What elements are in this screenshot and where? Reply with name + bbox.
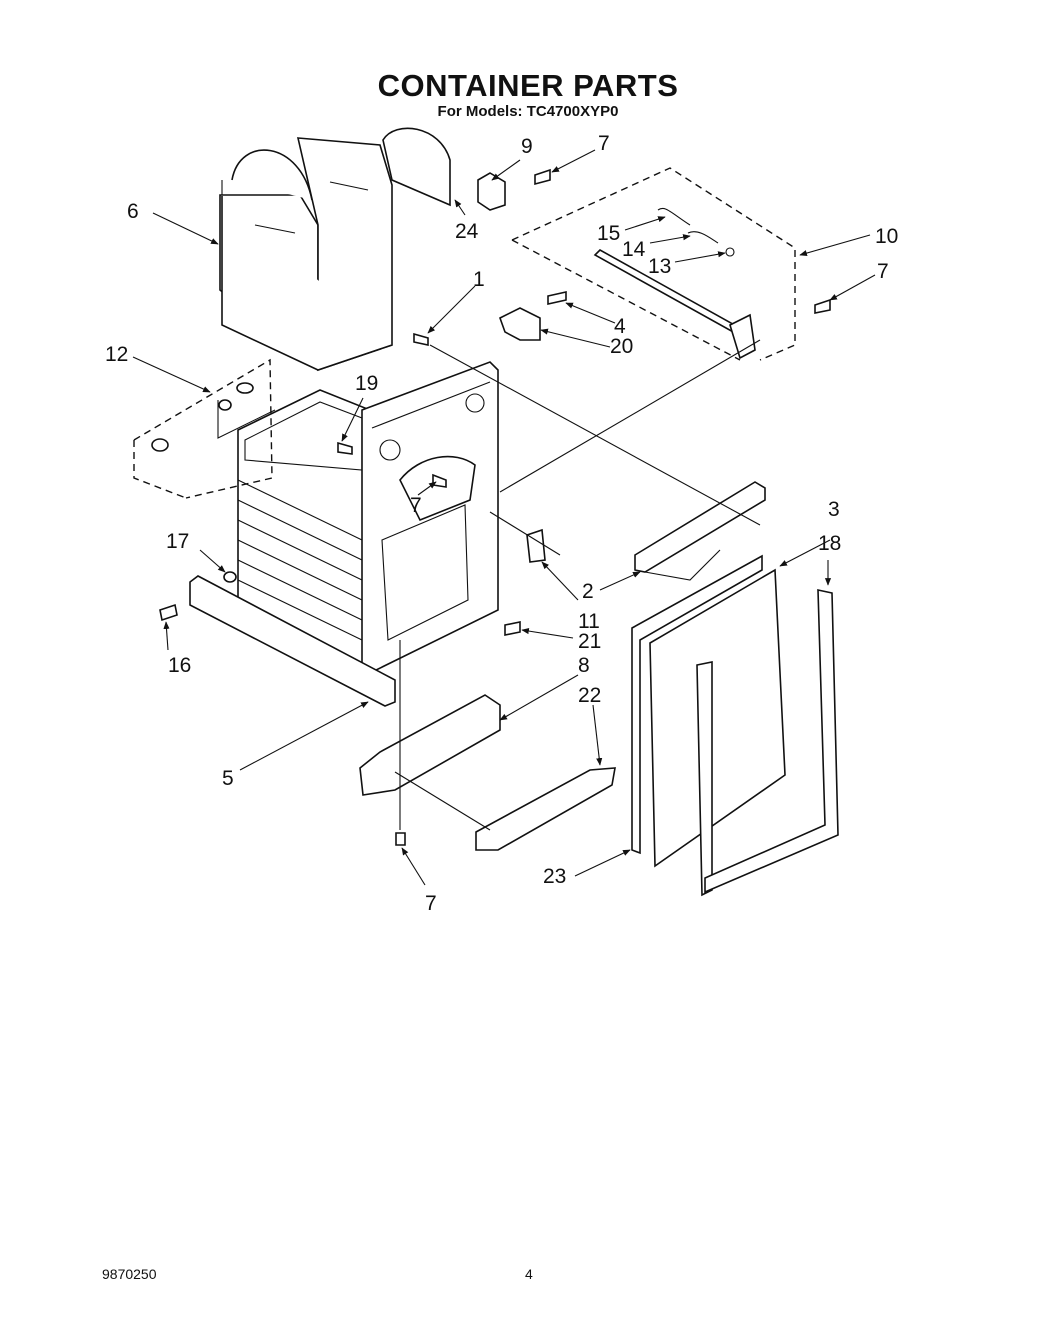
callout-2: 2 xyxy=(582,580,594,603)
container-frame-part xyxy=(237,361,499,692)
callout-14: 14 xyxy=(622,238,646,261)
handle-bracket-part xyxy=(359,694,616,851)
callout-7-top: 7 xyxy=(598,132,610,155)
liner-flap-part xyxy=(382,127,451,207)
callout-22: 22 xyxy=(578,684,601,707)
callout-7-bottom: 7 xyxy=(425,892,437,915)
hardware-screws xyxy=(159,168,831,846)
callout-9: 9 xyxy=(521,135,533,158)
callout-3: 3 xyxy=(828,498,840,521)
top-rail-part xyxy=(634,481,766,581)
doc-number: 9870250 xyxy=(102,1266,157,1282)
page-title: CONTAINER PARTS xyxy=(377,68,679,103)
callout-11: 11 xyxy=(578,610,600,633)
callout-21: 21 xyxy=(578,630,601,653)
page-number: 4 xyxy=(525,1266,533,1282)
callout-20: 20 xyxy=(610,335,633,358)
callout-5: 5 xyxy=(222,767,234,790)
door-gasket-part xyxy=(696,589,839,897)
callout-16: 16 xyxy=(168,654,191,677)
callout-7-mid: 7 xyxy=(410,494,422,517)
callout-10: 10 xyxy=(875,225,898,248)
knob-assembly-group xyxy=(133,358,276,499)
callout-6: 6 xyxy=(127,200,139,223)
callout-23: 23 xyxy=(543,865,566,888)
callout-18: 18 xyxy=(818,532,841,555)
callout-12: 12 xyxy=(105,343,128,366)
callout-13: 13 xyxy=(648,255,671,278)
callout-24: 24 xyxy=(455,220,479,243)
callout-leader-lines xyxy=(132,149,876,886)
callout-1: 1 xyxy=(473,268,485,291)
callout-17: 17 xyxy=(166,530,189,553)
callout-7-right: 7 xyxy=(877,260,889,283)
bottom-trim-part xyxy=(189,575,396,707)
door-panel-part xyxy=(631,554,786,868)
container-liner-part xyxy=(219,137,393,372)
assembly-guide-lines xyxy=(399,339,761,830)
latch-assembly-group xyxy=(477,167,796,361)
callout-19: 19 xyxy=(355,372,378,395)
callout-4: 4 xyxy=(614,315,626,338)
model-subtitle: For Models: TC4700XYP0 xyxy=(437,103,619,120)
callout-8: 8 xyxy=(578,654,590,677)
callout-15: 15 xyxy=(597,222,620,245)
